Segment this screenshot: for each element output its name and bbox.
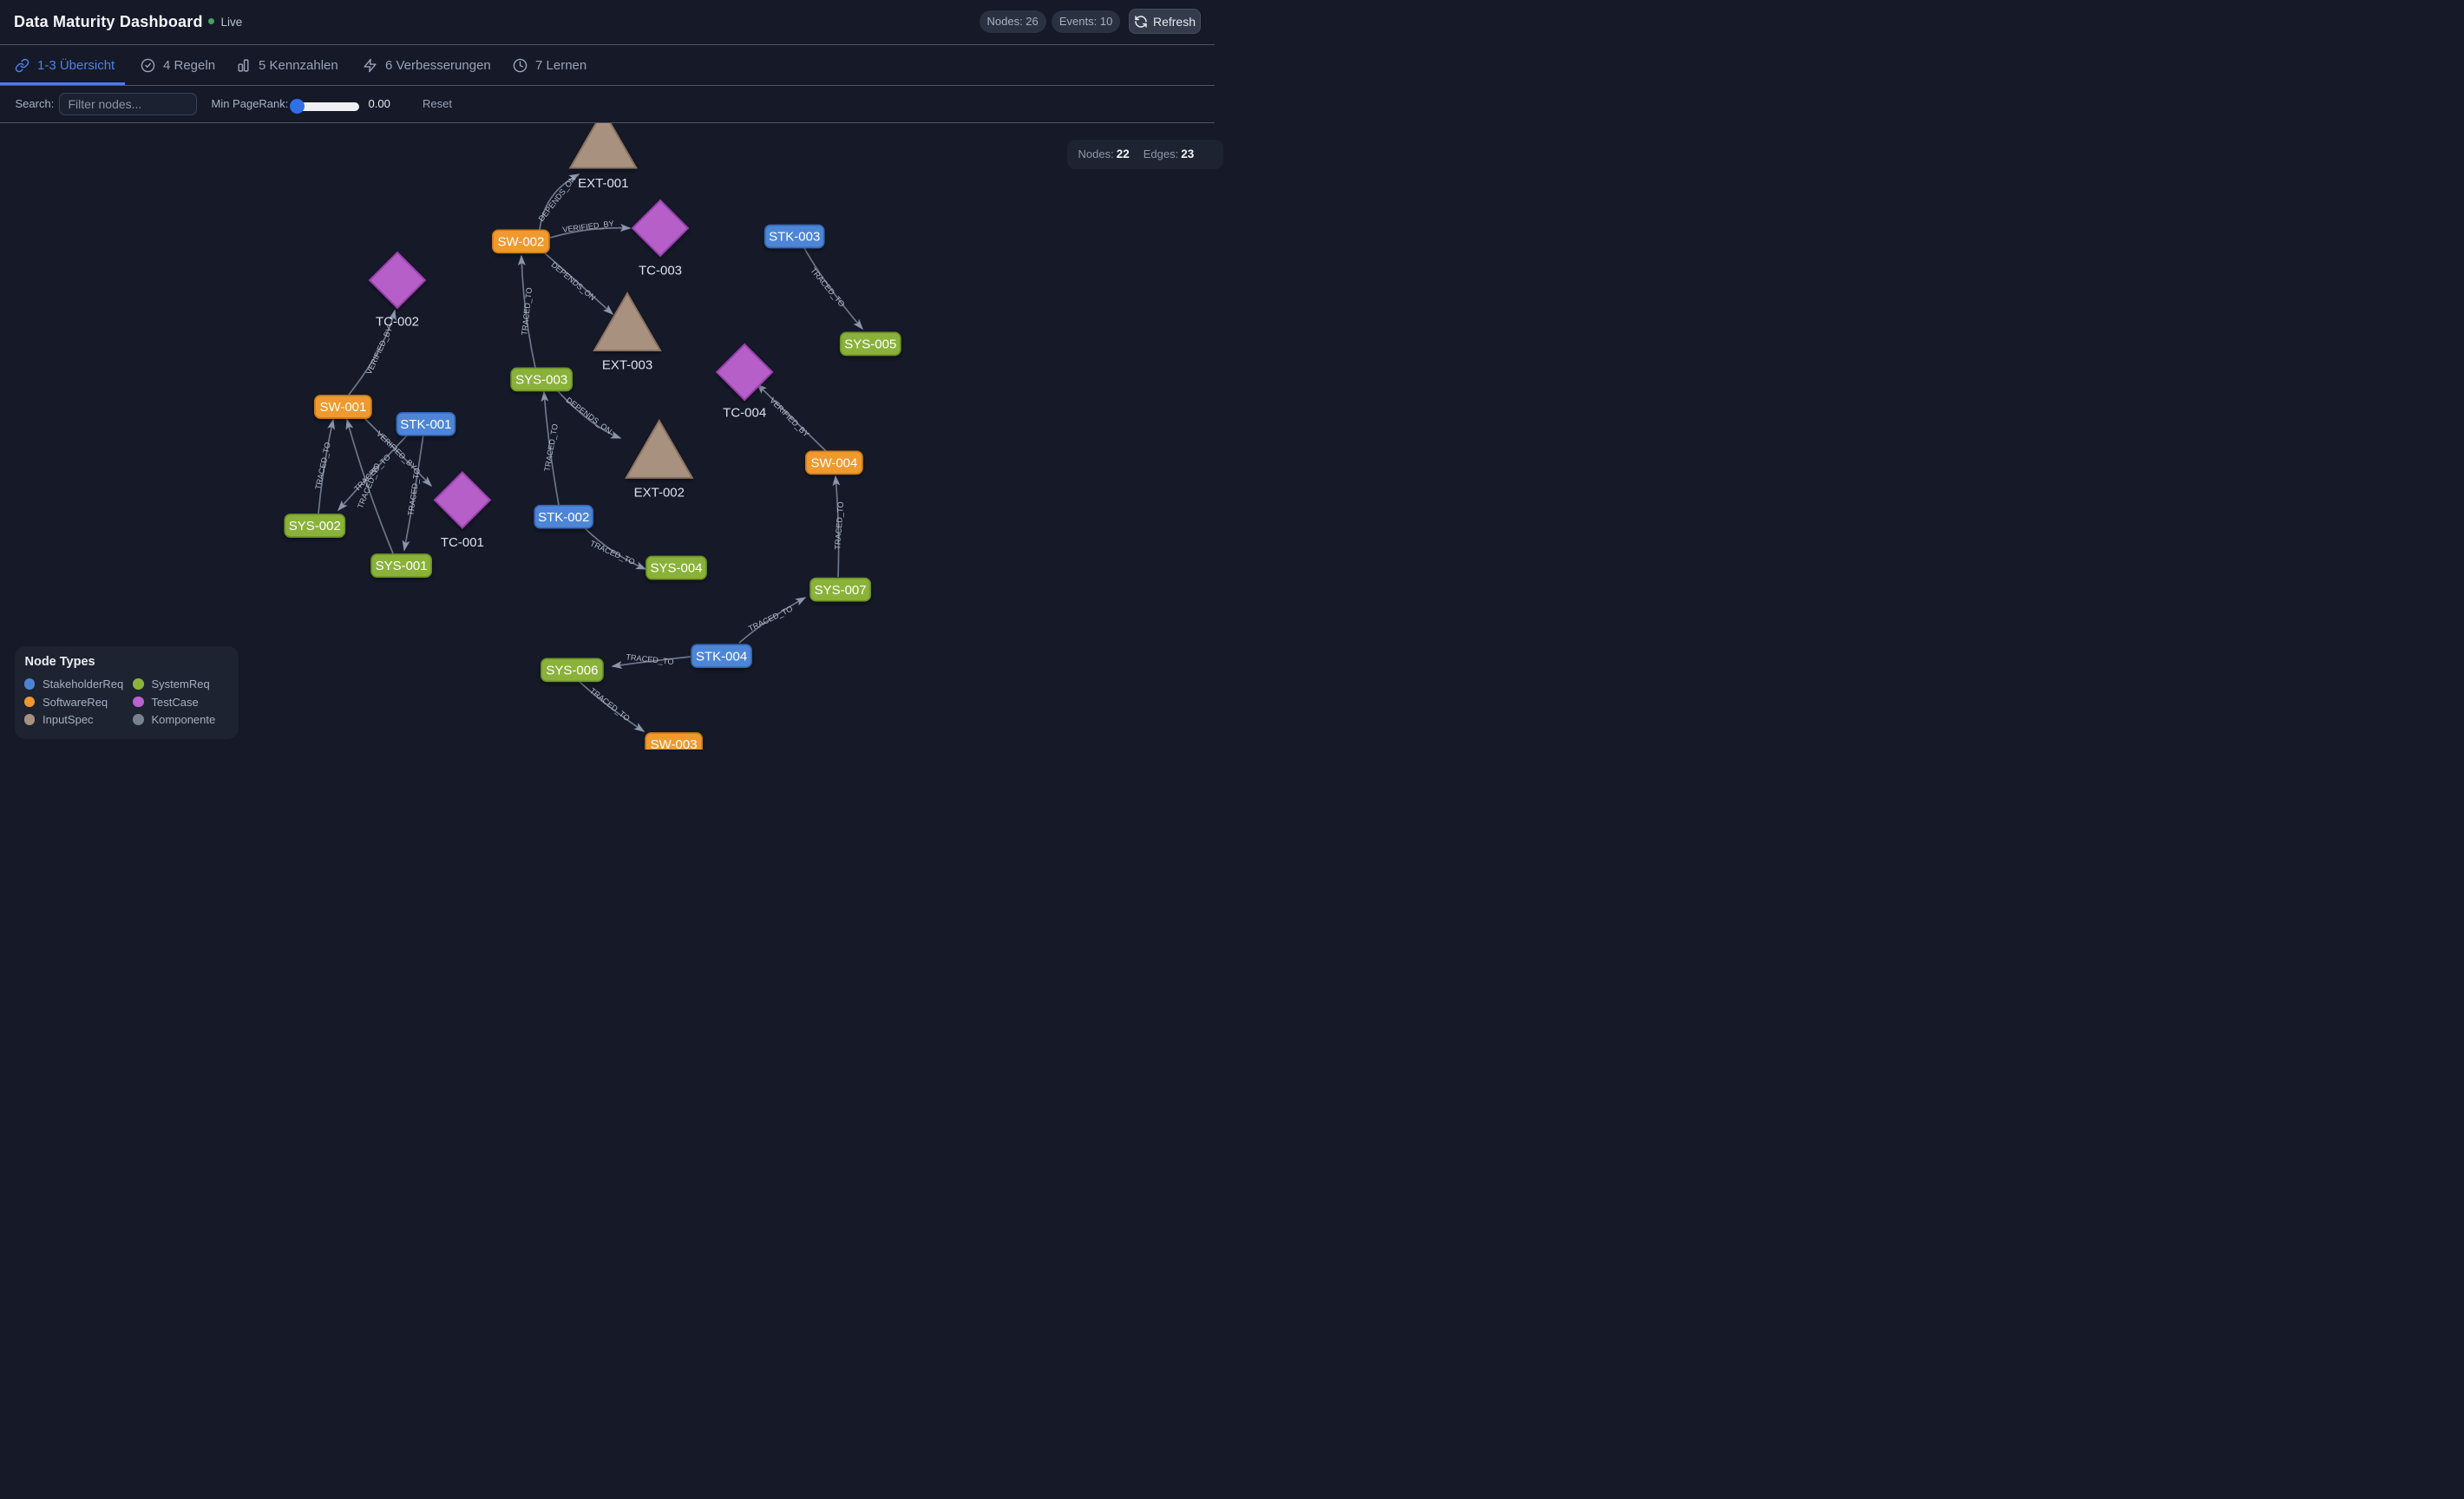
svg-text:SYS-003: SYS-003 xyxy=(515,373,567,388)
svg-text:VERIFIED_BY: VERIFIED_BY xyxy=(364,325,394,376)
svg-text:SW-004: SW-004 xyxy=(810,456,857,471)
svg-text:SYS-001: SYS-001 xyxy=(376,559,428,573)
svg-text:STK-003: STK-003 xyxy=(769,230,820,245)
svg-text:STK-004: STK-004 xyxy=(696,649,747,664)
svg-text:VERIFIED_BY: VERIFIED_BY xyxy=(768,396,810,438)
svg-text:VERIFIED_BY: VERIFIED_BY xyxy=(562,219,615,234)
svg-text:SW-001: SW-001 xyxy=(319,400,366,415)
svg-text:SW-003: SW-003 xyxy=(651,737,698,750)
svg-text:SYS-004: SYS-004 xyxy=(650,561,702,576)
svg-text:EXT-001: EXT-001 xyxy=(578,176,628,191)
svg-text:TC-003: TC-003 xyxy=(639,264,682,278)
svg-text:STK-001: STK-001 xyxy=(400,417,451,432)
svg-text:TRACED_TO: TRACED_TO xyxy=(520,287,534,336)
svg-text:TC-002: TC-002 xyxy=(376,315,419,330)
svg-text:TC-001: TC-001 xyxy=(441,535,484,550)
svg-text:DEPENDS_ON: DEPENDS_ON xyxy=(537,174,578,223)
svg-text:EXT-002: EXT-002 xyxy=(634,485,685,500)
svg-text:TRACED_TO: TRACED_TO xyxy=(542,423,559,472)
svg-text:SYS-007: SYS-007 xyxy=(815,583,867,598)
svg-text:TRACED_TO: TRACED_TO xyxy=(406,468,422,516)
svg-text:TRACED_TO: TRACED_TO xyxy=(589,539,637,566)
svg-text:TRACED_TO: TRACED_TO xyxy=(314,442,332,490)
svg-text:EXT-003: EXT-003 xyxy=(602,357,652,372)
svg-text:TC-004: TC-004 xyxy=(723,406,766,421)
svg-text:TRACED_TO: TRACED_TO xyxy=(747,605,794,633)
svg-text:DEPENDS_ON: DEPENDS_ON xyxy=(565,396,614,435)
svg-text:TRACED_TO: TRACED_TO xyxy=(588,686,632,723)
svg-text:STK-002: STK-002 xyxy=(538,510,589,525)
svg-text:SW-002: SW-002 xyxy=(497,235,544,250)
svg-text:TRACED_TO: TRACED_TO xyxy=(833,501,845,550)
svg-text:DEPENDS_ON: DEPENDS_ON xyxy=(549,260,597,302)
svg-text:TRACED_TO: TRACED_TO xyxy=(809,266,846,309)
svg-text:SYS-005: SYS-005 xyxy=(844,337,896,352)
svg-text:SYS-002: SYS-002 xyxy=(289,519,341,533)
svg-text:SYS-006: SYS-006 xyxy=(546,664,598,678)
